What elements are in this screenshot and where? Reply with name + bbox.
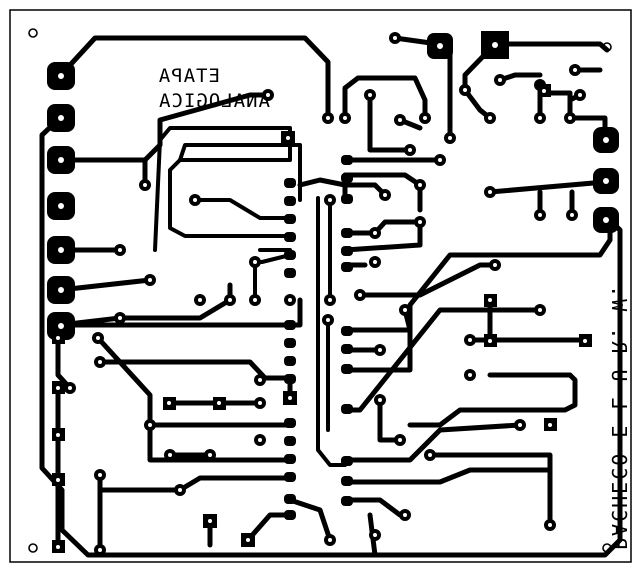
connector-pad: [593, 168, 619, 194]
connector-pad: [47, 104, 75, 132]
connector-pad: [593, 207, 619, 233]
connector-pad-square: [481, 31, 509, 59]
connector-pad: [427, 33, 453, 59]
connector-pad: [47, 276, 75, 304]
mounting-hole-bottom-left: [28, 543, 38, 553]
connector-pad: [47, 62, 75, 90]
mounting-hole-top-left: [28, 28, 38, 38]
connector-pad: [47, 236, 75, 264]
connector-pad: [593, 127, 619, 153]
small-pads: [64, 32, 586, 556]
connector-pad: [47, 192, 75, 220]
copper-traces: [39, 35, 623, 558]
board-label-line1: ETAPA: [158, 65, 220, 87]
drill-holes: [56, 36, 587, 552]
ic-pins: [284, 155, 353, 520]
board-outline: [9, 9, 632, 563]
pads: [47, 31, 619, 556]
connector-pad: [47, 146, 75, 174]
